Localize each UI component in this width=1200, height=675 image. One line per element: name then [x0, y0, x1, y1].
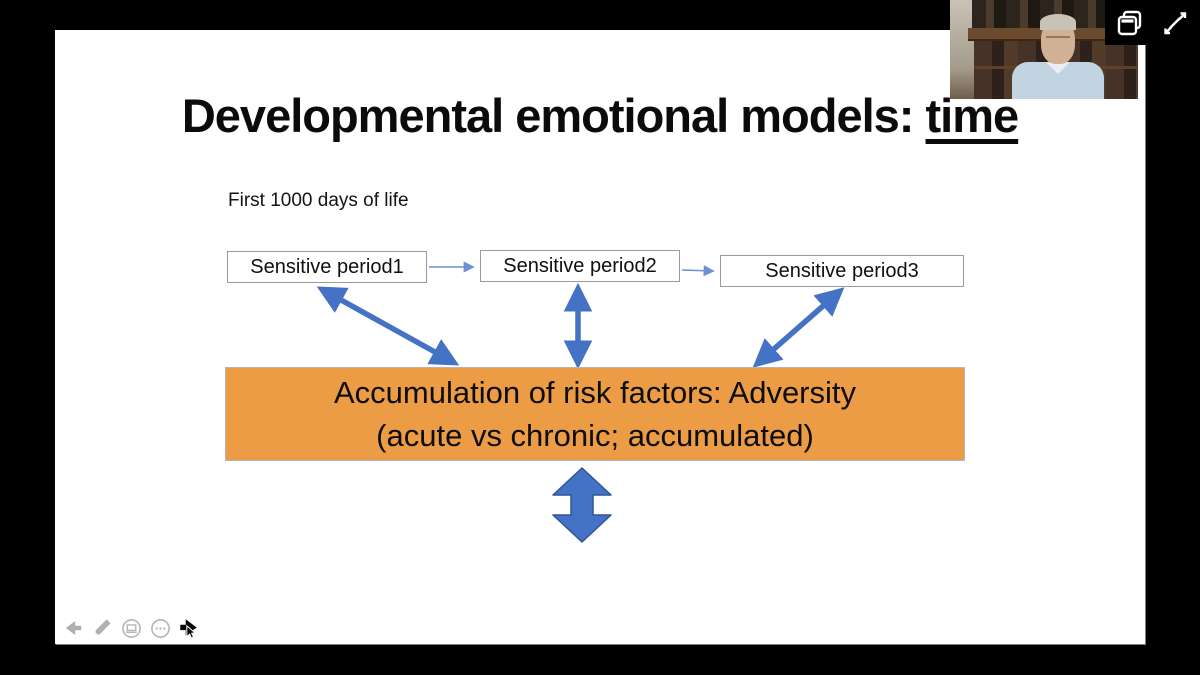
slides-view-icon[interactable]: [119, 616, 143, 640]
more-options-icon[interactable]: [148, 616, 172, 640]
shared-slide: Developmental emotional models: time Fir…: [55, 30, 1145, 644]
adversity-box: Accumulation of risk factors: Adversity …: [225, 367, 965, 461]
next-arrow-cursor-icon[interactable]: [177, 616, 201, 640]
connector-period2-period3: [681, 265, 715, 277]
adversity-line1: Accumulation of risk factors: Adversity: [333, 375, 857, 410]
sensitive-period-1-box: Sensitive period1: [227, 251, 427, 283]
adversity-line2: (acute vs chronic; accumulated): [376, 418, 814, 453]
sensitive-period-3-box: Sensitive period3: [720, 255, 964, 287]
pen-icon[interactable]: [90, 616, 114, 640]
sensitive-period-2-label: Sensitive period2: [503, 254, 657, 277]
arrow-period3-adversity: [752, 287, 845, 368]
slide-title-text: Developmental emotional models:: [181, 89, 926, 142]
swap-view-icon[interactable]: [1115, 8, 1145, 38]
presenter-toolbar: [61, 616, 201, 640]
sensitive-period-1-label: Sensitive period1: [250, 255, 404, 278]
speaker-hair: [1040, 14, 1076, 30]
view-controls-panel: [1105, 0, 1200, 45]
speaker-glasses: [1046, 36, 1070, 42]
arrow-period1-adversity: [316, 286, 460, 366]
fullscreen-expand-icon[interactable]: [1160, 8, 1190, 38]
sensitive-period-3-label: Sensitive period3: [765, 259, 919, 282]
slide-caption: First 1000 days of life: [228, 190, 409, 211]
previous-arrow-icon[interactable]: [61, 616, 85, 640]
up-down-block-arrow: [552, 467, 612, 543]
sensitive-period-2-box: Sensitive period2: [480, 250, 680, 282]
